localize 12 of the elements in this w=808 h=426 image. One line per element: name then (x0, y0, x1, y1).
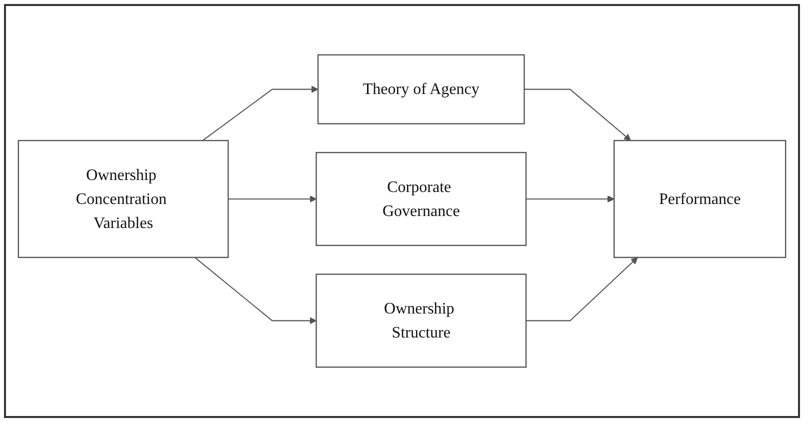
arrow (202, 86, 318, 141)
arrow (526, 257, 638, 322)
diagram-frame: Ownership Concentration Variables Theory of Agency Corporate Governance Ownership Structure Performance (4, 4, 800, 418)
node-box (317, 54, 525, 124)
node-box (316, 152, 527, 246)
node-box (316, 274, 527, 368)
arrow (228, 195, 317, 203)
node-box (614, 140, 786, 258)
arrow (194, 257, 317, 324)
arrow (524, 88, 632, 141)
arrow (526, 195, 614, 203)
node-box (18, 140, 229, 258)
